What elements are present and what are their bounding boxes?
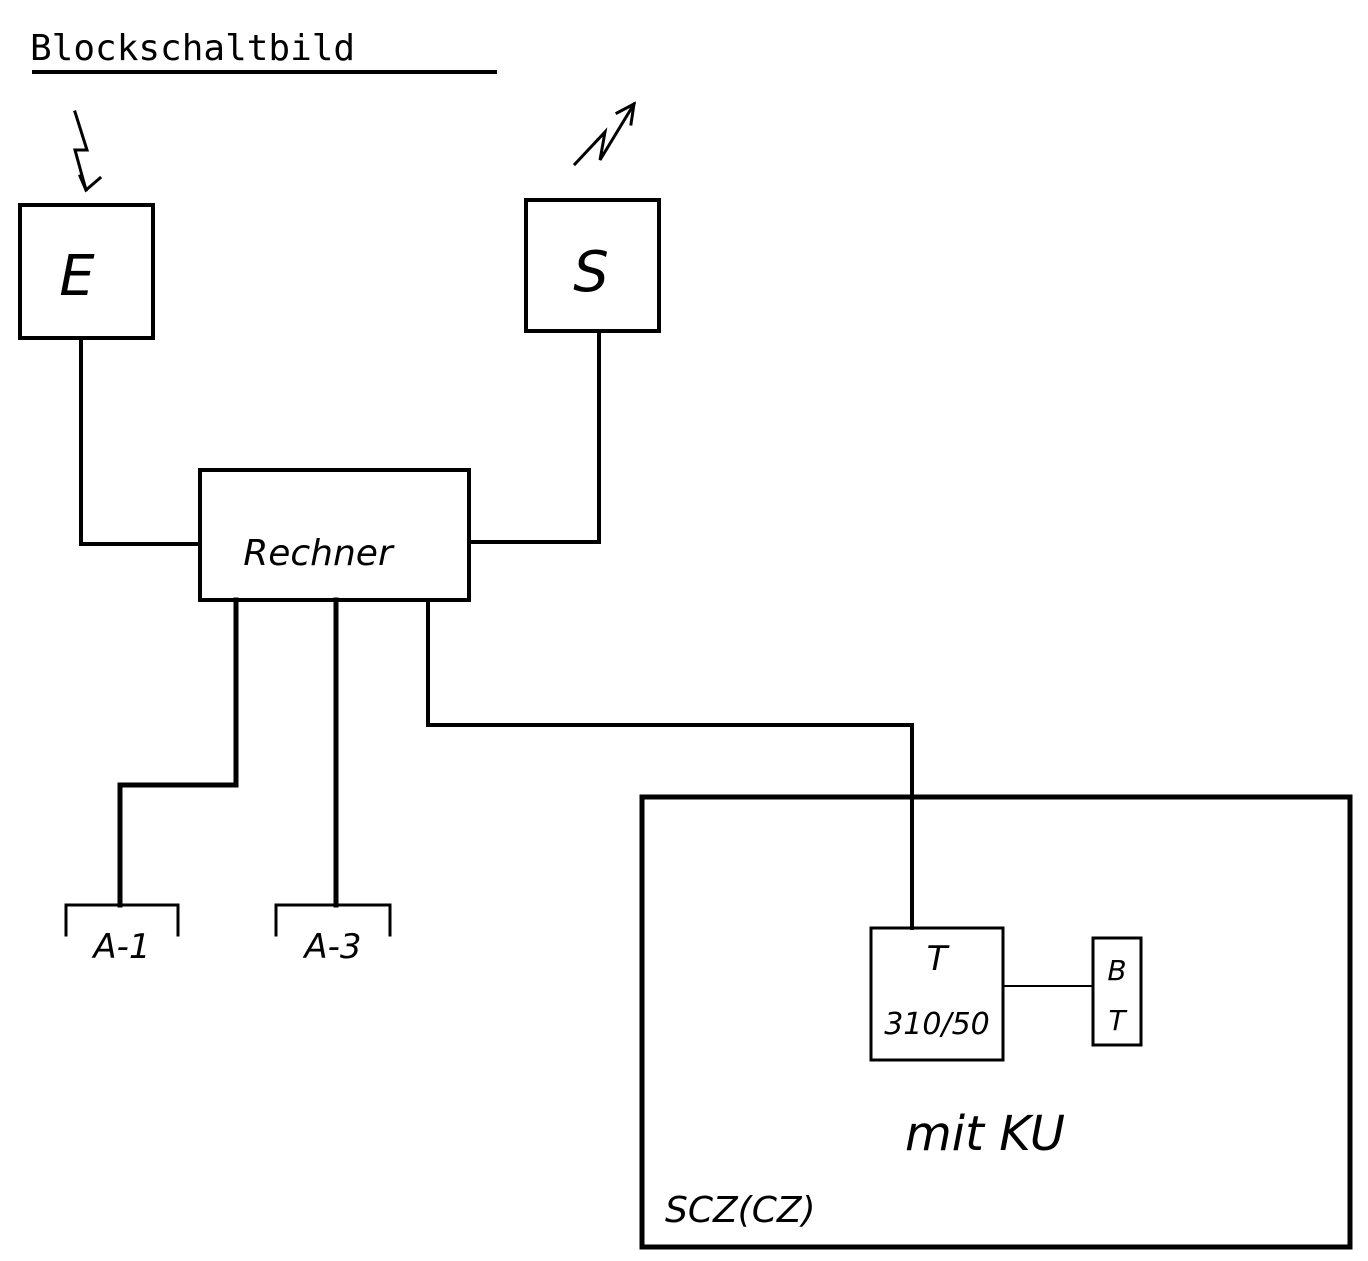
block-scz-enclosure bbox=[639, 794, 1353, 1250]
block-a3 bbox=[274, 903, 392, 937]
wire-s-rechner bbox=[467, 329, 601, 544]
wire-e-rechner bbox=[79, 336, 202, 546]
block-e bbox=[18, 203, 155, 340]
block-rechner-label: Rechner bbox=[243, 533, 395, 574]
block-bt-top: B bbox=[1107, 954, 1126, 987]
wire-rechner-a1 bbox=[117, 597, 239, 908]
mit-ku-label: mit KU bbox=[905, 1106, 1065, 1162]
block-s-label: S bbox=[573, 240, 609, 305]
block-e-label: E bbox=[59, 244, 95, 309]
wire-rechner-t bbox=[426, 598, 914, 930]
block-t-label: T bbox=[927, 939, 950, 979]
block-t-number: 310/50 bbox=[884, 1007, 990, 1042]
lightning-arrow-down-icon bbox=[73, 110, 103, 193]
block-a3-label: A-3 bbox=[302, 927, 361, 967]
block-bt bbox=[1091, 936, 1143, 1047]
block-s bbox=[524, 198, 661, 333]
page-title: Blockschaltbild bbox=[30, 28, 355, 69]
block-a1-label: A-1 bbox=[91, 927, 150, 967]
scz-label: SCZ(CZ) bbox=[665, 1190, 816, 1231]
block-a1 bbox=[64, 903, 180, 937]
block-t-310-50 bbox=[869, 926, 1005, 1062]
block-bt-bottom: T bbox=[1108, 1004, 1127, 1037]
lightning-arrow-up-icon bbox=[572, 101, 637, 167]
